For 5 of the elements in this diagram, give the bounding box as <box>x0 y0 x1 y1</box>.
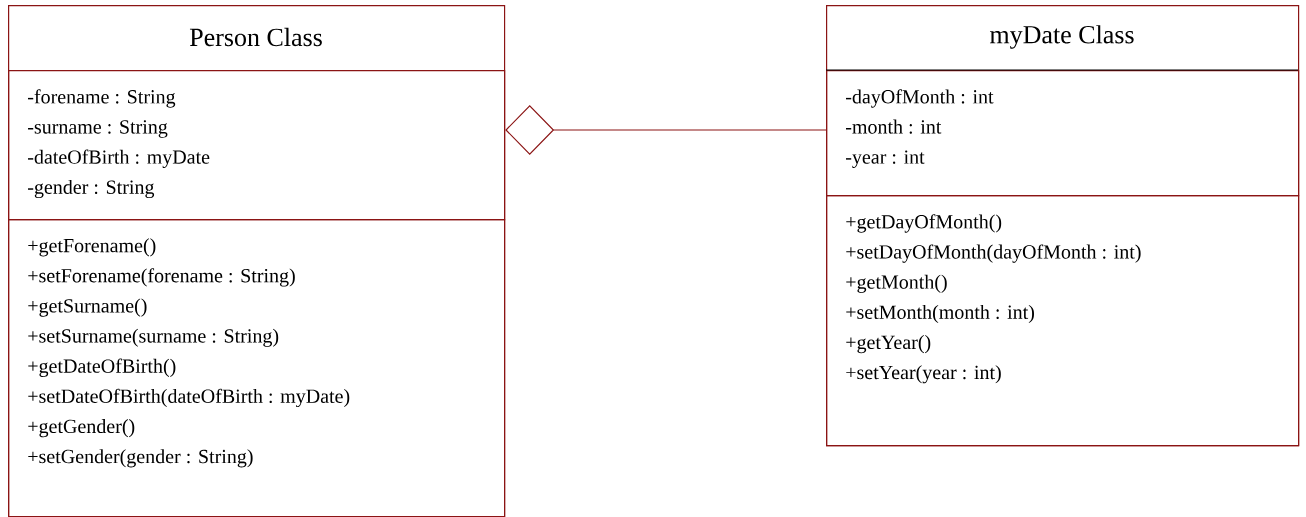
method-compartment: +getDayOfMonth() +setDayOfMonth(dayOfMonth : int) +getMonth() +setMonth(month : int) +getYear() +setYear(year : int) <box>826 195 1300 447</box>
method-compartment: +getForename() +setForename(forename : String) +getSurname() +setSurname(surname : String) +getDateOfBirth() +setDateOfBirth(dateOfBirth : myDate) +getGender() +setGender(gender : String) <box>8 219 506 517</box>
attribute-compartment: -forename : String -surname : String -dateOfBirth : myDate -gender : String <box>8 70 506 221</box>
attribute-compartment: -dayOfMonth : int -month : int -year : int <box>826 70 1300 197</box>
aggregation-line <box>505 105 827 155</box>
